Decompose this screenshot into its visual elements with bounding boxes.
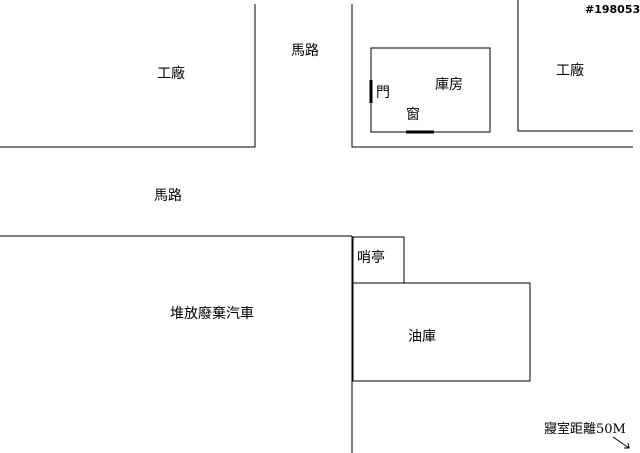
road-middle-label: 馬路: [154, 188, 182, 204]
factory-left-label: 工廠: [157, 66, 185, 82]
distance-arrow-head: [624, 442, 630, 449]
door-label: 門: [376, 85, 390, 101]
factory-right-outline: [517, 0, 633, 132]
distance-arrow: [612, 436, 630, 449]
factory-left-outline: [0, 4, 256, 148]
guard-booth-label: 哨亭: [357, 250, 385, 266]
oil-depot-label: 油庫: [408, 329, 436, 345]
road-top-label: 馬路: [291, 43, 319, 59]
warehouse-label: 庫房: [435, 77, 463, 93]
compound-outline: [351, 4, 633, 148]
window-label: 窗: [406, 107, 420, 123]
dorm-distance-label: 寢室距離50M: [544, 422, 626, 437]
factory-right-label: 工廠: [556, 63, 584, 79]
car-storage-label: 堆放廢棄汽車: [170, 306, 254, 322]
image-id-label: #198053: [585, 3, 640, 16]
oil-depot-outline: [352, 282, 531, 382]
